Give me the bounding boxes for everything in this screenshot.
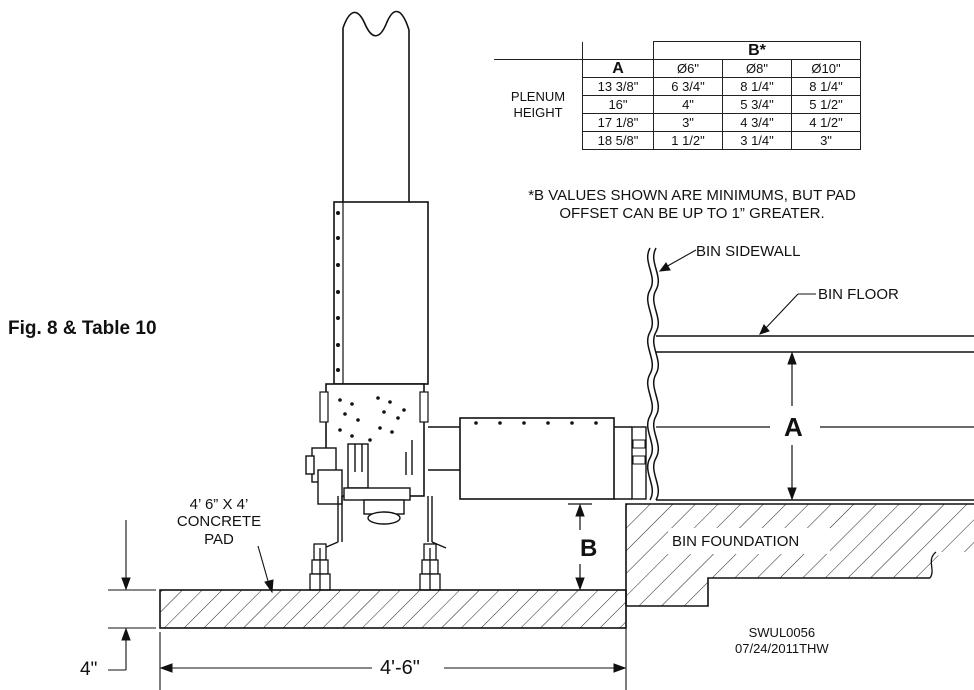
- table-header-row-1: B*: [494, 41, 861, 60]
- bin-floor-label: BIN FLOOR: [818, 286, 899, 303]
- drawing-code: SWUL0056: [748, 625, 816, 640]
- bin-foundation-label: BIN FOUNDATION: [672, 533, 800, 550]
- bin-sidewall: [647, 247, 659, 501]
- dimension-4ft6: [159, 608, 627, 690]
- dimension-a-label: A: [784, 412, 803, 442]
- plenum-height-label: PLENUM HEIGHT: [494, 59, 583, 150]
- table-header-row-2: PLENUM HEIGHT A Ø6" Ø8" Ø10": [494, 59, 861, 150]
- footnote-line1: *B VALUES SHOWN ARE MINIMUMS, BUT PAD: [528, 187, 856, 204]
- table-row: 18 5/8" 1 1/2" 3 1/4" 3": [494, 131, 861, 150]
- drawing-stamp: SWUL0056 07/24/2011THW: [735, 625, 829, 656]
- cell-b6: 3": [653, 113, 723, 132]
- cell-b6: 1 1/2": [653, 131, 723, 150]
- cell-b6: 6 3/4": [653, 77, 723, 96]
- table-row: 17 1/8" 3" 4 3/4" 4 1/2": [494, 113, 861, 132]
- bin-foundation: [625, 503, 974, 607]
- leveling-feet: [309, 543, 441, 591]
- cell-b10: 8 1/4": [791, 77, 861, 96]
- pad-label-line3: PAD: [204, 530, 234, 548]
- header-a: A: [582, 59, 654, 78]
- cell-a: 16": [582, 95, 654, 114]
- header-b10: Ø10": [791, 59, 861, 78]
- plenum-label-line1: PLENUM: [510, 88, 566, 104]
- cell-a: 17 1/8": [582, 113, 654, 132]
- cell-b10: 3": [791, 131, 861, 150]
- pad-label-line2: CONCRETE: [176, 513, 262, 531]
- header-b: B*: [653, 41, 861, 60]
- cell-b10: 4 1/2": [791, 113, 861, 132]
- dimension-table: B* PLENUM HEIGHT A Ø6" Ø8" Ø10" 13 3/8" …: [494, 41, 861, 150]
- cell-b8: 3 1/4": [722, 131, 792, 150]
- figure-title: Fig. 8 & Table 10: [8, 318, 157, 339]
- heater-assembly: [305, 440, 447, 549]
- leader-lines: [257, 249, 816, 594]
- table-corner-cell: [582, 41, 654, 60]
- dimension-a: [787, 351, 797, 501]
- footnote-line2: OFFSET CAN BE UP TO 1” GREATER.: [559, 205, 825, 222]
- pad-label-line1: 4’ 6” X 4’: [189, 496, 249, 513]
- table-row: 16" 4" 5 3/4" 5 1/2": [494, 95, 861, 114]
- cell-b8: 4 3/4": [722, 113, 792, 132]
- plenum-label-line2: HEIGHT: [513, 104, 563, 120]
- cell-a: 18 5/8": [582, 131, 654, 150]
- header-b6: Ø6": [653, 59, 723, 78]
- transition-sleeve: [333, 201, 429, 385]
- cell-b6: 4": [653, 95, 723, 114]
- header-b8: Ø8": [722, 59, 792, 78]
- cell-b10: 5 1/2": [791, 95, 861, 114]
- dimension-4in-label: 4": [80, 659, 98, 680]
- dimension-4ft6-label: 4'-6": [380, 657, 420, 679]
- concrete-pad: [159, 589, 627, 629]
- cell-a: 13 3/8": [582, 77, 654, 96]
- footnote: *B VALUES SHOWN ARE MINIMUMS, BUT PAD OF…: [472, 187, 912, 223]
- drawing-date: 07/24/2011THW: [735, 640, 829, 656]
- transition-duct: [428, 417, 647, 500]
- table-corner-cell: [494, 41, 583, 60]
- dimension-4in: [108, 520, 156, 671]
- concrete-pad-label: 4’ 6” X 4’ CONCRETE PAD: [164, 496, 274, 548]
- bin-sidewall-label: BIN SIDEWALL: [696, 243, 801, 260]
- cell-b8: 5 3/4": [722, 95, 792, 114]
- cell-b8: 8 1/4": [722, 77, 792, 96]
- bin-floor: [656, 335, 974, 501]
- foundation-label-bg: [668, 528, 830, 554]
- dimension-b: [568, 503, 592, 591]
- dimension-b-label: B: [580, 535, 598, 562]
